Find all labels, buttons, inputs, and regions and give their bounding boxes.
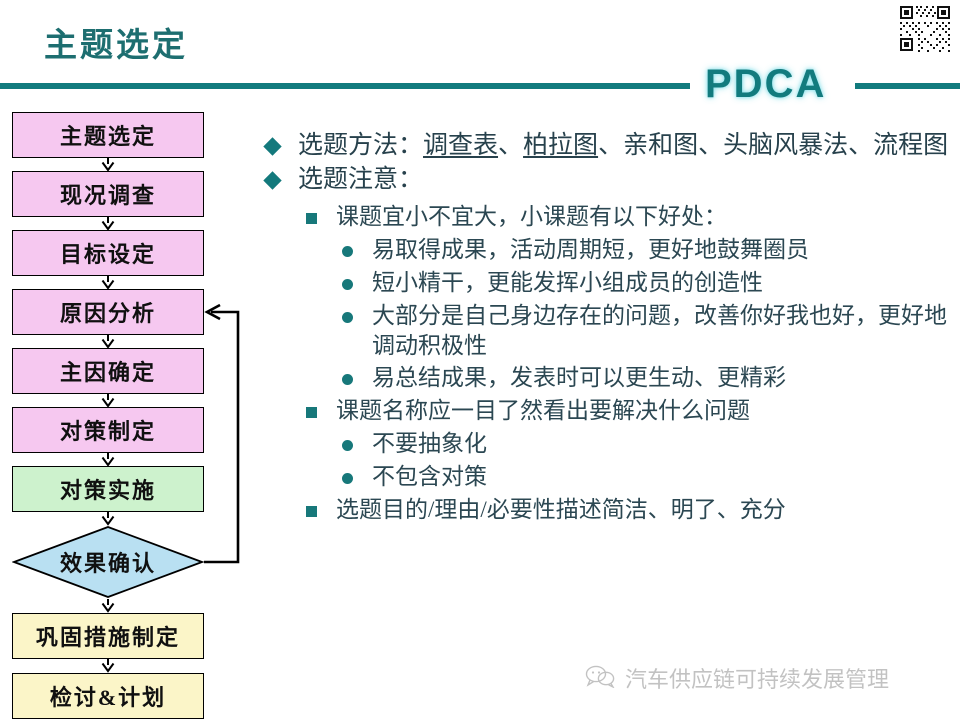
flow-node-label: 巩固措施制定 [35,625,180,650]
sub-item-purpose-description: 选题目的/理由/必要性描述简洁、明了、充分 [258,495,958,525]
flow-arrow-0-1 [101,158,115,172]
flow-node-2[interactable]: 目标设定 [12,230,204,276]
flow-arrow-6-7 [101,512,115,526]
method-link-survey-table[interactable]: 调查表 [423,132,499,159]
flow-arrow-5-6 [101,453,115,467]
flow-node-6[interactable]: 对策实施 [12,466,204,512]
header-rule-right [855,83,960,89]
flow-node-3[interactable]: 原因分析 [12,289,204,335]
dot-bullet-icon [342,311,353,323]
bullet-item-selection-notes: 选题注意： [258,164,958,196]
sub-item-text: 课题名称应一目了然看出要解决什么问题 [336,398,750,424]
sub-item-clear-title: 课题名称应一目了然看出要解决什么问题 [258,396,958,426]
dot-bullet-icon [342,278,353,290]
dot-bullet-icon [342,440,353,452]
detail-item-text: 易取得成果，活动周期短，更好地鼓舞圈员 [372,236,809,262]
watermark-text: 汽车供应链可持续发展管理 [625,667,890,692]
sub-item-small-topic: 课题宜小不宜大，小课题有以下好处： [258,202,958,232]
detail-item-text: 不包含对策 [372,464,487,490]
pdca-flowchart: 主题选定 现况调查 目标设定 原因分析 主因确定 对策制定 对策实施 [0,105,255,720]
dot-bullet-icon [342,245,353,257]
flow-node-label: 现况调查 [59,183,156,208]
feedback-loop-arrow [204,303,240,564]
flow-node-label: 原因分析 [59,301,156,326]
pdca-label: PDCA [705,62,827,106]
flow-node-7[interactable]: 效果确认 [12,525,204,599]
flow-arrow-3-4 [101,335,115,349]
flow-node-label: 对策制定 [59,419,156,444]
flow-node-label: 主因确定 [59,360,156,385]
detail-item-no-countermeasure: 不包含对策 [258,462,958,492]
flow-node-label: 效果确认 [59,551,156,576]
square-bullet-icon [306,407,317,419]
flow-node-0[interactable]: 主题选定 [12,112,204,158]
methods-label: 选题方法： [298,132,424,159]
separator: 、 [498,132,524,159]
detail-item-quick-results: 易取得成果，活动周期短，更好地鼓舞圈员 [258,235,958,265]
detail-item-nearby-problems: 大部分是自己身边存在的问题，改善你好我也好，更好地调动积极性 [258,301,958,361]
qr-code-icon [896,4,954,54]
dot-bullet-icon [342,374,353,386]
square-bullet-icon [306,506,317,518]
flow-node-9[interactable]: 检讨&计划 [12,673,204,719]
flow-node-label: 主题选定 [59,124,156,149]
wechat-bubble-icon [585,664,615,693]
detail-item-text: 易总结成果，发表时可以更生动、更精彩 [372,365,786,391]
flow-arrow-4-5 [101,394,115,408]
watermark: 汽车供应链可持续发展管理 [585,662,889,694]
detail-item-concise-creative: 短小精干，更能发挥小组成员的创造性 [258,268,958,298]
flow-arrow-8-9 [101,659,115,673]
page-title: 主题选定 [44,28,188,64]
dot-bullet-icon [342,473,353,485]
method-link-pareto-chart[interactable]: 柏拉图 [523,132,599,159]
flow-node-8[interactable]: 巩固措施制定 [12,613,204,659]
methods-rest: 、亲和图、头脑风暴法、流程图 [598,132,949,159]
detail-item-no-abstraction: 不要抽象化 [258,429,958,459]
flow-node-4[interactable]: 主因确定 [12,348,204,394]
flow-node-label: 检讨&计划 [49,685,167,710]
flow-node-label: 对策实施 [59,478,156,503]
flow-arrow-1-2 [101,217,115,231]
detail-item-text: 不要抽象化 [372,431,487,457]
flow-node-1[interactable]: 现况调查 [12,171,204,217]
flow-node-5[interactable]: 对策制定 [12,407,204,453]
sub-item-text: 选题目的/理由/必要性描述简洁、明了、充分 [336,497,786,523]
detail-item-text: 短小精干，更能发挥小组成员的创造性 [372,269,763,295]
square-bullet-icon [306,213,317,224]
bullet-item-selection-methods: 选题方法：调查表、柏拉图、亲和图、头脑风暴法、流程图 [258,130,958,162]
flow-arrow-2-3 [101,276,115,290]
notes-label: 选题注意： [298,166,424,193]
detail-item-text: 大部分是自己身边存在的问题，改善你好我也好，更好地调动积极性 [372,302,947,358]
detail-item-easy-summary: 易总结成果，发表时可以更生动、更精彩 [258,363,958,393]
flow-node-label: 目标设定 [59,242,156,267]
content-panel: 选题方法：调查表、柏拉图、亲和图、头脑风暴法、流程图 选题注意： 课题宜小不宜大… [258,130,958,528]
diamond-bullet-icon [263,171,282,190]
flow-arrow-7-8 [101,599,115,613]
header-rule-left [0,83,690,89]
sub-item-text: 课题宜小不宜大，小课题有以下好处： [336,204,727,229]
diamond-bullet-icon [263,137,282,156]
